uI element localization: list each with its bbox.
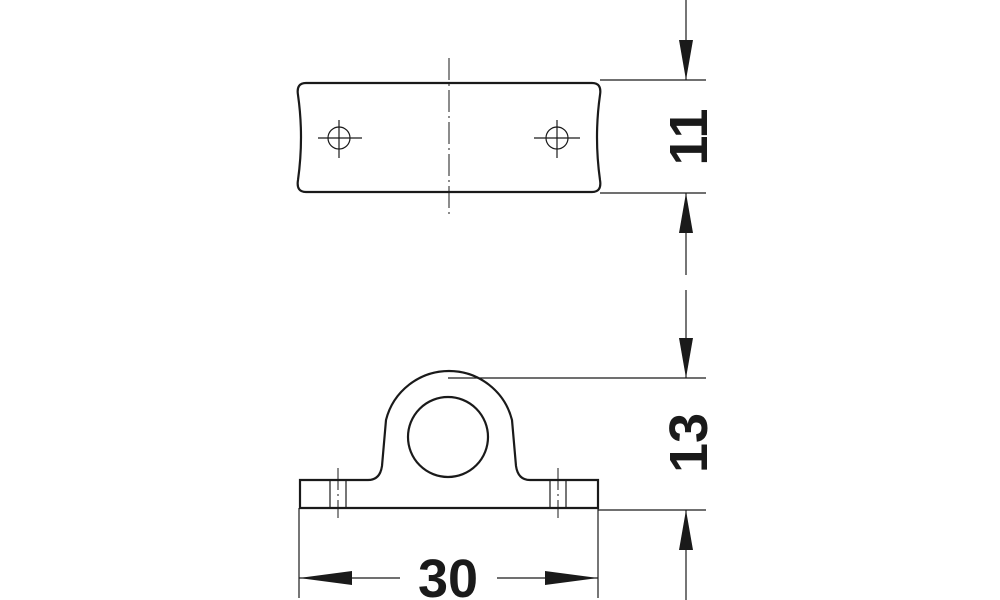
side-view-ring-hole — [406, 395, 490, 479]
side-view-screw-hole-right — [549, 468, 567, 518]
dimension-11-arrows — [679, 0, 693, 275]
top-view-mounting-hole-left — [318, 120, 362, 158]
side-view-screw-hole-left — [329, 468, 347, 518]
side-view — [298, 369, 600, 518]
dimension-30-arrows — [299, 571, 598, 585]
dimension-13-label: 13 — [659, 413, 719, 473]
dimension-30-label: 30 — [418, 549, 478, 600]
top-view-mounting-hole-right — [534, 120, 580, 158]
top-view — [296, 58, 602, 218]
dimension-11-label: 11 — [659, 108, 719, 165]
dimension-13-arrows — [679, 290, 693, 600]
